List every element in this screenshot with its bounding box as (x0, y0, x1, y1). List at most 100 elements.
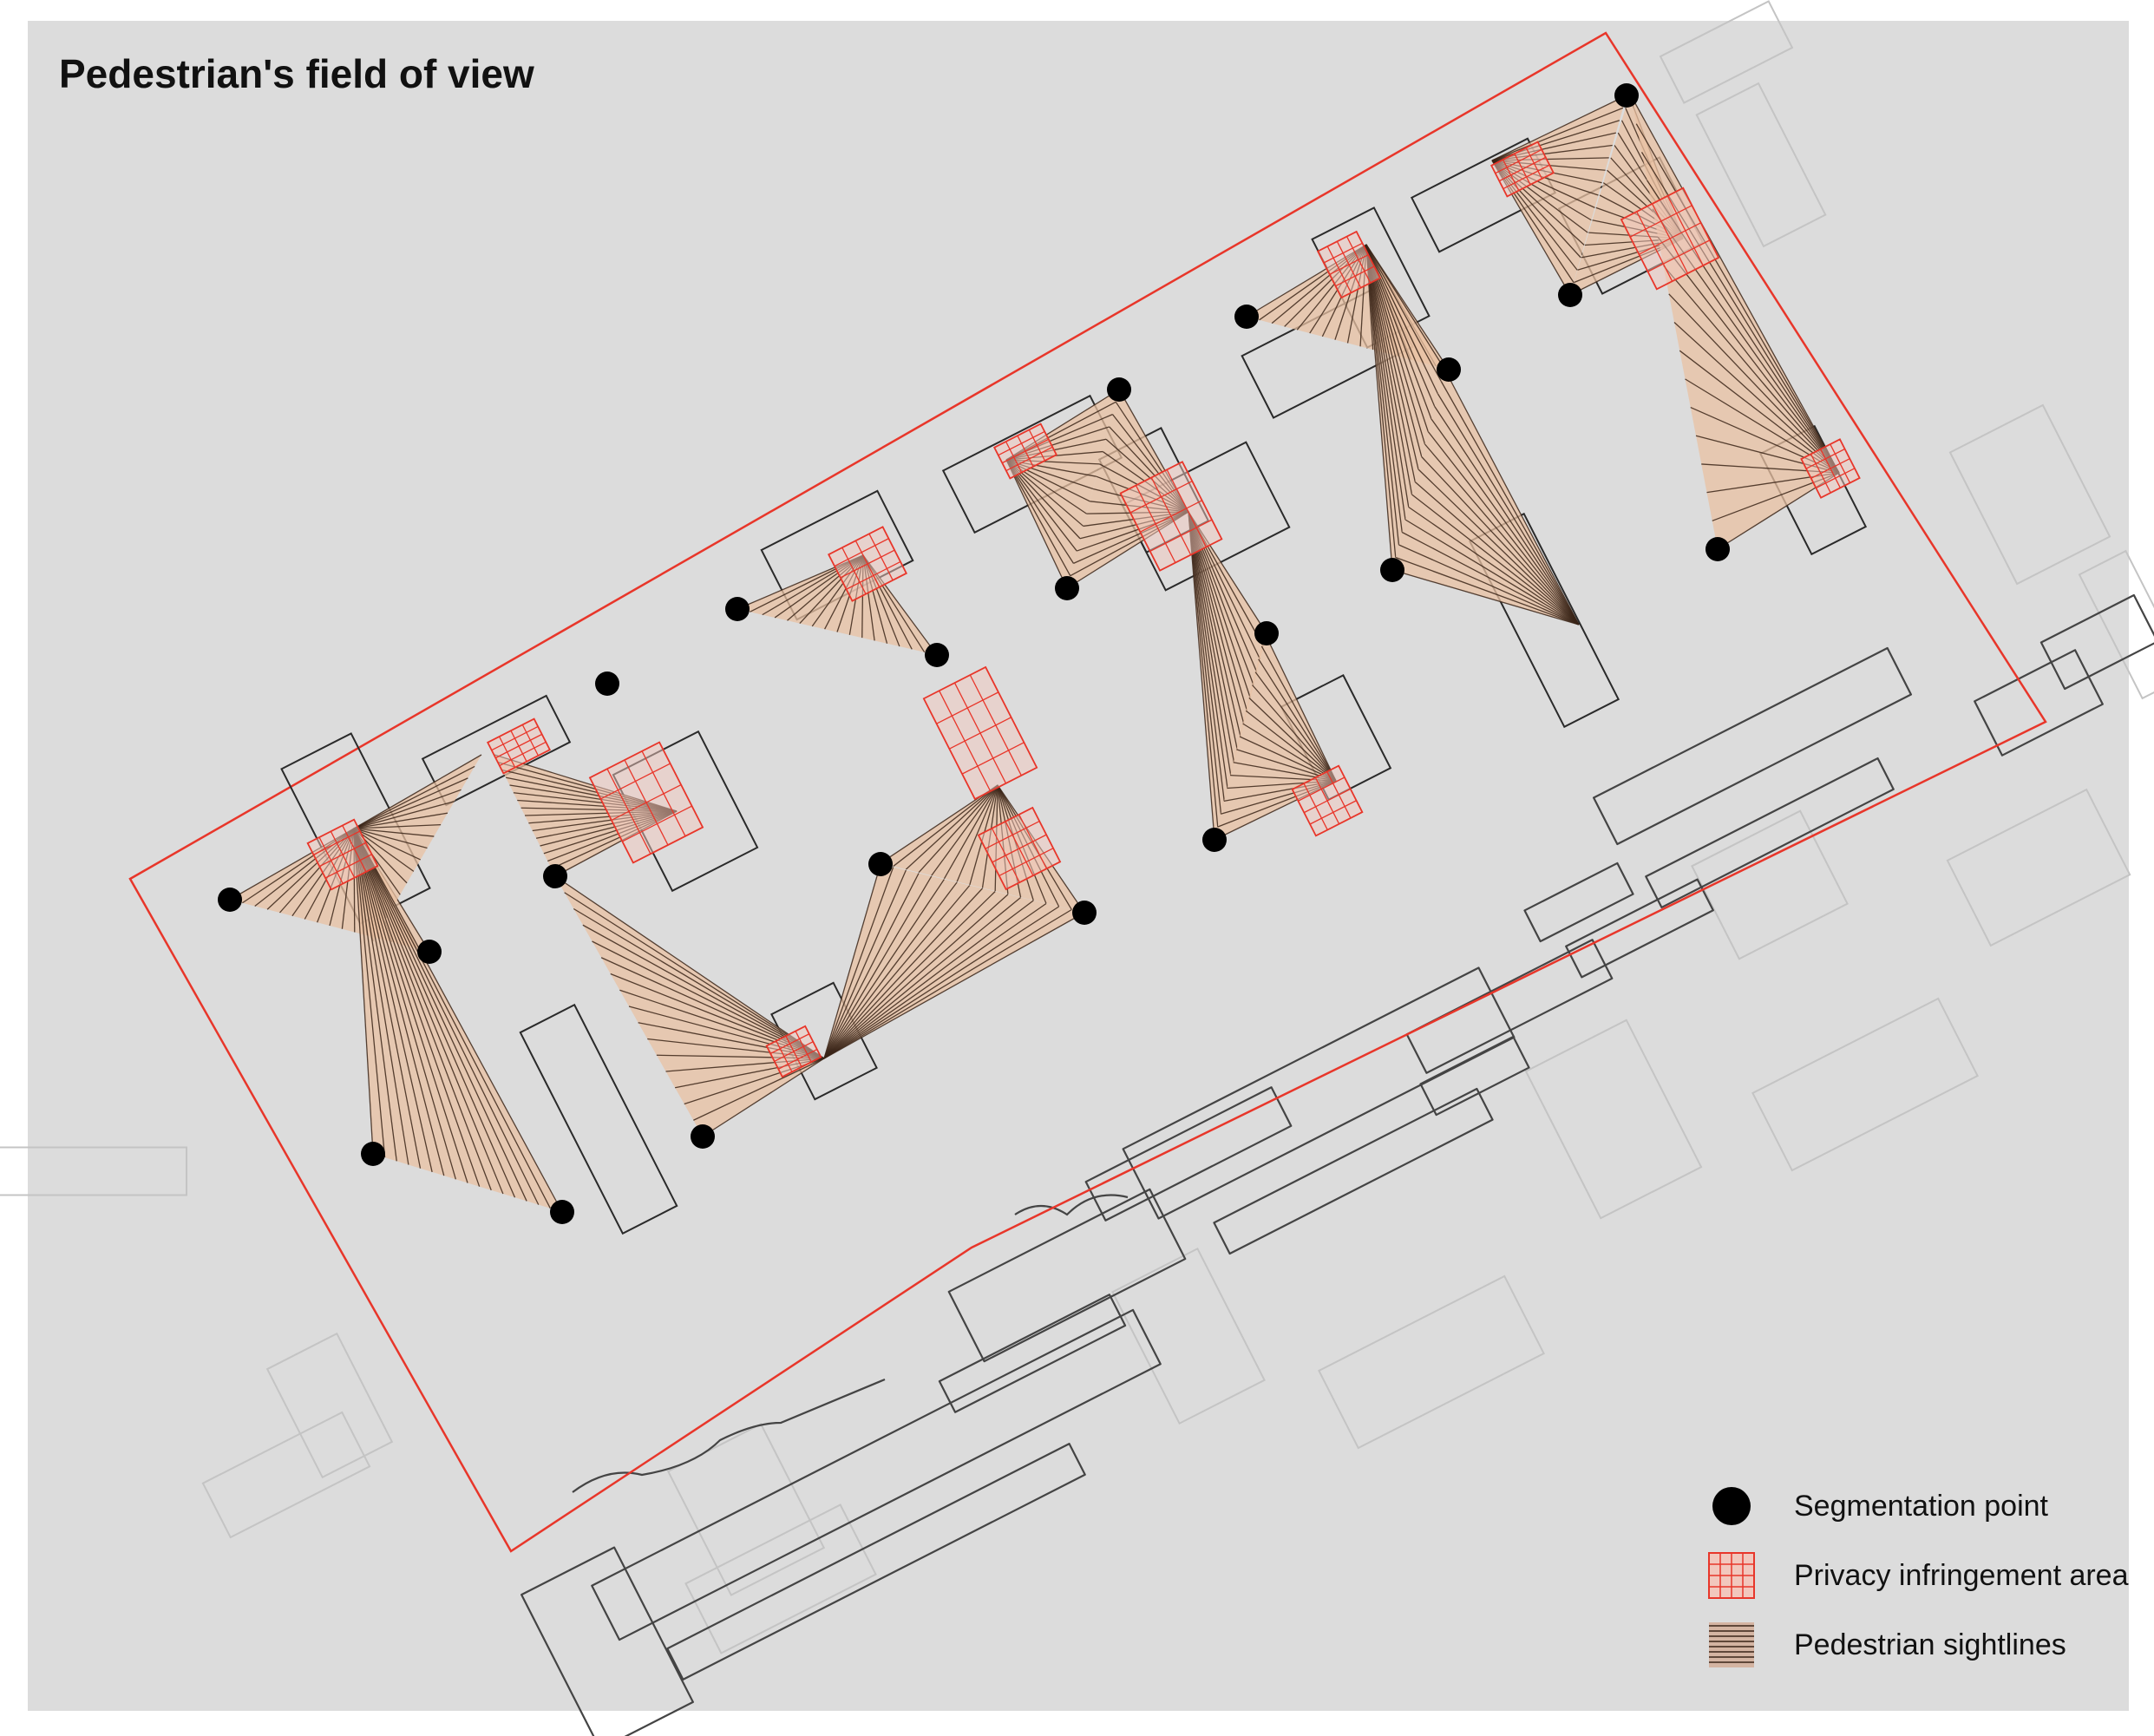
sightline (353, 823, 442, 829)
grid-line (846, 560, 901, 590)
legend-label-segmentation-point: Segmentation point (1794, 1489, 2048, 1523)
street-block (947, 1188, 1187, 1363)
sightline (823, 888, 983, 1059)
segmentation-point (417, 940, 442, 964)
grid-line (1028, 429, 1046, 462)
street-block (591, 1308, 1162, 1641)
segmentation-point (595, 671, 619, 696)
segmentation-point (691, 1124, 715, 1149)
grid-line (1001, 438, 1050, 464)
sightline (1434, 406, 1580, 626)
context-building (684, 1503, 877, 1654)
sightline (918, 784, 998, 874)
privacy-grid (1489, 141, 1555, 198)
grid-line (1498, 156, 1547, 182)
building-outline (519, 1003, 678, 1235)
segmentation-points (218, 83, 1730, 1224)
segmentation-point (1202, 828, 1227, 852)
segmentation-point (1380, 558, 1404, 582)
segmentation-point (1072, 901, 1097, 925)
grid-line (840, 549, 895, 579)
sightline (823, 900, 1034, 1059)
sightline (1365, 244, 1419, 470)
grid-line (998, 848, 1054, 877)
grid-line (1816, 468, 1856, 489)
grid-line (992, 834, 1047, 863)
sightline (1242, 723, 1337, 782)
sightline (353, 828, 481, 1187)
sightline (823, 875, 933, 1059)
segmentation-point (1234, 305, 1259, 329)
grid-line (1149, 519, 1213, 553)
sightline (353, 754, 482, 829)
sightline (823, 879, 945, 1059)
grid-line (1345, 236, 1372, 284)
sightline (1252, 685, 1337, 782)
sightline (353, 828, 428, 849)
sightline (823, 863, 881, 1059)
grid-line (1503, 164, 1550, 190)
sightline (1401, 531, 1580, 626)
sightline (823, 894, 1009, 1059)
fan-area (1492, 95, 1627, 295)
street-block (1419, 1035, 1530, 1117)
sightline (353, 812, 448, 829)
context-building (1946, 788, 2131, 947)
sightline (1391, 569, 1580, 626)
sightline (573, 907, 825, 1059)
grid-line (494, 733, 543, 759)
segmentation-point (1107, 377, 1131, 402)
legend-label-pedestrian-sightlines: Pedestrian sightlines (1794, 1628, 2066, 1661)
privacy-grid (992, 423, 1058, 480)
segmentation-point (868, 852, 893, 876)
sightline (353, 828, 527, 1202)
sightline (823, 867, 894, 1059)
sightline (931, 784, 998, 876)
sightline (1365, 244, 1393, 571)
street-block (520, 1546, 694, 1736)
privacy-grid (1119, 461, 1223, 572)
sightline (1414, 481, 1580, 626)
red-grid-icon (1706, 1549, 1758, 1602)
grid-line (1329, 254, 1369, 275)
segmentation-point (1558, 283, 1582, 307)
privacy-grid (977, 806, 1062, 891)
grid-line (611, 783, 682, 822)
fan-area (1631, 95, 1839, 549)
street-block (1565, 878, 1714, 979)
grid-line (1309, 800, 1357, 825)
sightline (1668, 293, 1840, 474)
context-building (1695, 82, 1827, 248)
context-buildings (0, 0, 2154, 1654)
grid-line (1303, 788, 1352, 814)
sightline (1657, 237, 1840, 474)
sightline (1417, 468, 1580, 626)
sightline (1673, 322, 1840, 474)
street-block (938, 1294, 1127, 1413)
sightline (1260, 645, 1337, 782)
sightline (1245, 710, 1337, 782)
sightline (353, 828, 422, 1169)
sightline (554, 875, 825, 1059)
segmentation-point (1055, 576, 1079, 600)
privacy-grid (306, 818, 379, 891)
grid-line (774, 1041, 814, 1062)
sightline (1365, 244, 1406, 521)
sightline (823, 869, 907, 1059)
street-block (1523, 861, 1634, 943)
sightline (1365, 244, 1445, 370)
sightline (353, 828, 435, 837)
sightline (1188, 511, 1222, 815)
sightline (1365, 244, 1439, 395)
sightline (1188, 511, 1225, 802)
street-block (1084, 1086, 1293, 1222)
sightline (1264, 632, 1337, 782)
sightline (353, 801, 455, 829)
legend-item-privacy-area: Privacy infringement area (1706, 1549, 2129, 1602)
segmentation-point (725, 597, 750, 621)
sightline (353, 828, 492, 1191)
sightline (1424, 443, 1580, 626)
sightline (1365, 244, 1413, 495)
sightline (353, 828, 445, 1176)
site-boundary (128, 31, 2047, 1553)
